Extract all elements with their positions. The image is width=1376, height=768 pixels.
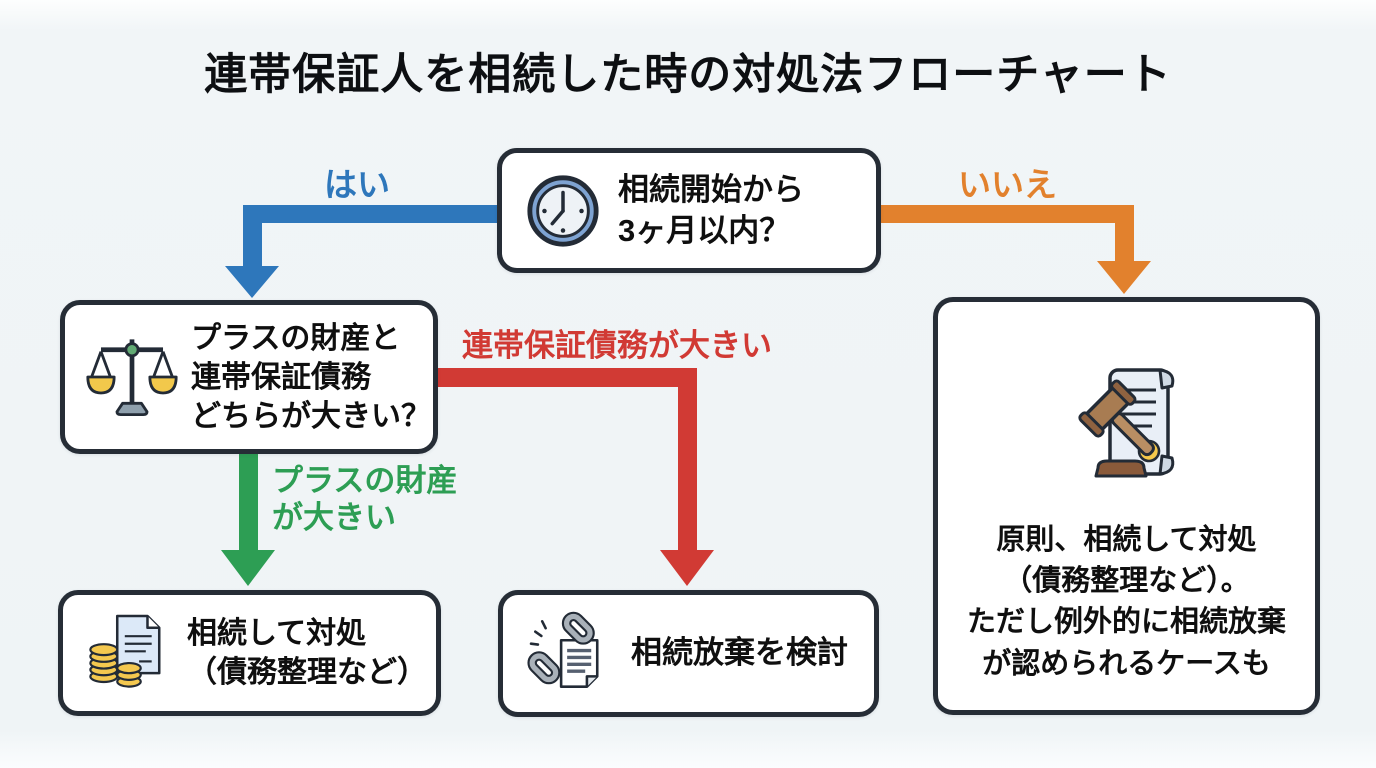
node-compare-question: プラスの財産と 連帯保証債務 どちらが大きい？ <box>60 300 438 454</box>
no-edge-label: いいえ <box>958 166 1057 203</box>
coins-document-icon <box>89 614 161 688</box>
asset-larger-arrowhead-icon <box>221 550 275 586</box>
asset-larger-edge-vertical <box>239 453 258 553</box>
node-renounce-text: 相続放棄を検討 <box>631 635 848 671</box>
scales-icon <box>86 339 178 417</box>
yes-edge-horizontal <box>243 205 497 223</box>
debt-larger-arrowhead-icon <box>660 550 714 586</box>
debt-larger-edge-vertical <box>678 368 697 552</box>
node-principle-inherit: 原則、相続して対処 （債務整理など）。 ただし例外的に相続放棄 が認められるケー… <box>933 297 1320 715</box>
node-start-question: 相続開始から 3ヶ月以内？ <box>497 148 881 273</box>
node-start-text: 相続開始から 3ヶ月以内？ <box>618 172 804 248</box>
page-title: 連帯保証人を相続した時の対処法フローチャート <box>204 51 1172 99</box>
yes-edge-label: はい <box>324 166 390 203</box>
node-renounce-consider: 相続放棄を検討 <box>498 590 879 717</box>
yes-edge-vertical <box>243 205 262 269</box>
no-edge-vertical <box>1115 205 1134 263</box>
node-principle-text: 原則、相続して対処 （債務整理など）。 ただし例外的に相続放棄 が認められるケー… <box>966 524 1286 680</box>
debt-larger-edge-label: 連帯保証債務が大きい <box>462 328 772 363</box>
node-compare-text: プラスの財産と 連帯保証債務 どちらが大きい？ <box>191 321 431 433</box>
asset-larger-edge-label: プラスの財産 が大きい <box>272 463 458 535</box>
yes-arrowhead-icon <box>225 266 279 298</box>
gavel-scroll-icon <box>1077 368 1174 478</box>
no-edge-horizontal <box>880 205 1134 223</box>
debt-larger-edge-horizontal <box>437 368 697 387</box>
node-inherit-handle: 相続して対処 （債務整理など） <box>58 590 441 716</box>
broken-chain-icon <box>527 611 599 688</box>
no-arrowhead-icon <box>1097 261 1151 294</box>
clock-icon <box>527 174 599 247</box>
node-inherit-text: 相続して対処 （債務整理など） <box>187 617 427 689</box>
